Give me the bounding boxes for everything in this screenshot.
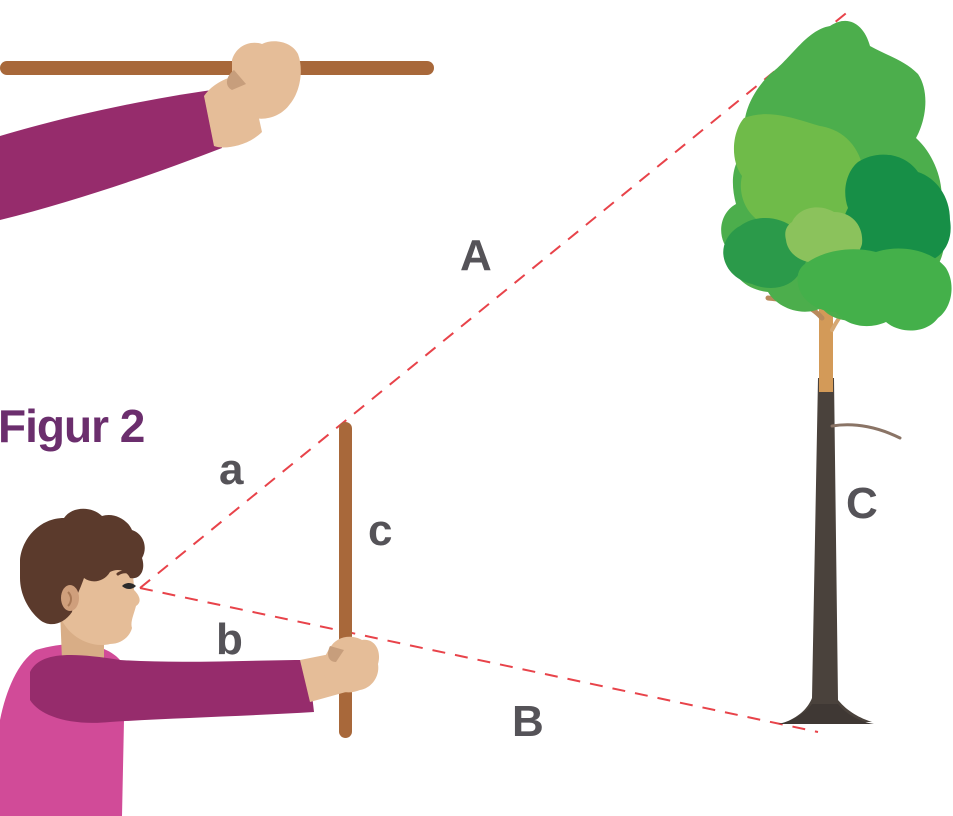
inset-horizontal-stick: [0, 61, 434, 75]
boy-ear-inner: [67, 591, 72, 607]
sight-lines: [139, 9, 851, 733]
label-c: c: [368, 506, 392, 555]
tree-roots: [778, 704, 874, 724]
foliage-right-dark: [842, 154, 951, 272]
label-b: b: [216, 615, 243, 664]
foliage-center-light: [785, 207, 863, 264]
boy-thumb: [328, 646, 344, 662]
inset-thumb: [226, 70, 246, 90]
inset-arm-with-stick: [0, 41, 434, 220]
label-A: A: [460, 231, 492, 280]
sightline-lower: [139, 587, 819, 733]
tree-trunk-upper: [819, 300, 833, 392]
boy-eyebrow: [116, 570, 138, 578]
tree: [721, 20, 952, 724]
boy-hand: [323, 636, 380, 693]
figure-title: Figur 2: [0, 400, 144, 452]
boy: [0, 508, 380, 816]
tree-twig: [830, 423, 902, 440]
tree-trunk-lower: [786, 378, 872, 722]
inset-sleeve: [0, 90, 222, 220]
label-a: a: [219, 445, 244, 494]
foliage-bottom-right: [797, 248, 952, 331]
sightline-upper: [139, 9, 851, 589]
foliage-left-light: [733, 114, 865, 234]
boy-hair: [20, 508, 145, 625]
inset-hand: [230, 41, 301, 119]
label-C: C: [846, 479, 878, 528]
boy-eye: [122, 583, 136, 589]
boy-sleeve: [30, 655, 314, 723]
label-B: B: [512, 697, 544, 746]
